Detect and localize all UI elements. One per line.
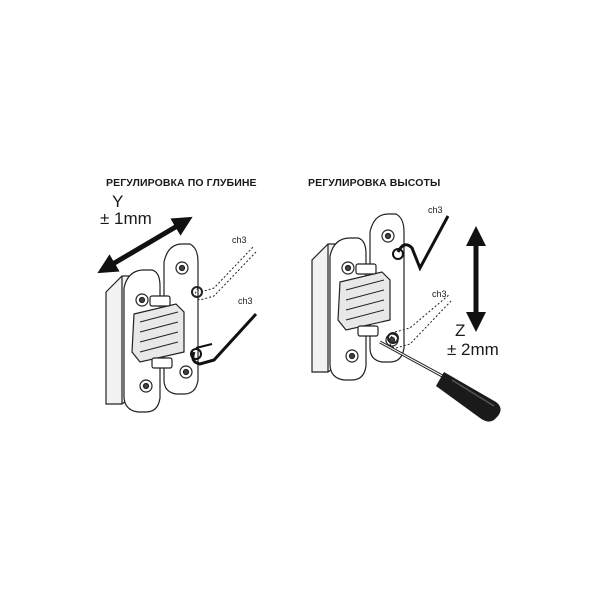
right-hex-key-bottom [387,293,453,349]
y-adjust-arrow [97,216,193,274]
right-key-top-label: ch3 [428,205,443,215]
left-hinge-drawing [105,243,199,413]
y-tolerance-label: ± 1mm [100,209,152,228]
right-hex-key-top [392,215,450,272]
left-key-bottom-label: ch3 [238,296,253,306]
right-hinge-drawing [311,213,405,381]
left-hex-key-top [191,245,257,301]
right-key-bottom-label: ch3 [432,289,447,299]
z-axis-label: Z [455,321,466,340]
depth-adjust-heading: РЕГУЛИРОВКА ПО ГЛУБИНЕ [106,177,257,189]
left-hex-key-bottom [190,312,258,366]
screwdriver-icon [379,340,501,422]
z-tolerance-label: ± 2mm [447,340,499,359]
y-axis-label: Y [112,192,124,211]
left-key-top-label: ch3 [232,235,247,245]
height-adjust-heading: РЕГУЛИРОВКА ВЫСОТЫ [308,177,441,189]
